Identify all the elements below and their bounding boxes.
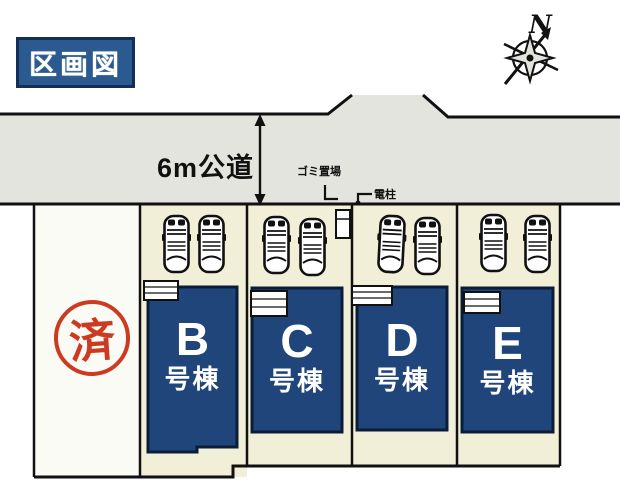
car-icon (195, 214, 228, 274)
entrance-porches (143, 280, 501, 317)
compass-north-label: N (529, 10, 552, 39)
sold-stamp-text: 済 (67, 312, 118, 370)
car-icon (374, 214, 409, 275)
garbage-pointer-line (323, 185, 338, 201)
car-icon (521, 214, 554, 274)
dimension-arrow-icon (254, 114, 266, 206)
road-area (0, 95, 620, 204)
parcel-a (34, 204, 140, 477)
road-width-label: 6m公道 (157, 153, 255, 183)
porch-b-icon (143, 280, 179, 301)
car-icon (411, 216, 444, 276)
garbage-area-label: ゴミ置場 (297, 166, 341, 178)
parcel-boundaries (32, 204, 562, 477)
car-icon (477, 213, 510, 273)
pole-pointer-line (356, 192, 372, 202)
car-icon (260, 215, 293, 275)
car-icon (160, 214, 193, 274)
house-d (355, 285, 449, 432)
porch-c-icon (250, 290, 288, 317)
porch-d-icon (351, 285, 393, 306)
utility-pole-label: 電柱 (374, 189, 396, 201)
utility-pole-icon (355, 200, 361, 206)
site-bottom-boundary (34, 464, 560, 479)
car-icon (296, 217, 329, 277)
porch-e-icon (463, 291, 501, 314)
garbage-station-icon (335, 209, 351, 239)
road-top-boundary (0, 93, 620, 119)
compass-rose-icon (503, 27, 559, 85)
map-title: 区画図 (28, 48, 122, 80)
map-title-box: 区画図 (16, 37, 135, 88)
house-b (146, 285, 239, 454)
